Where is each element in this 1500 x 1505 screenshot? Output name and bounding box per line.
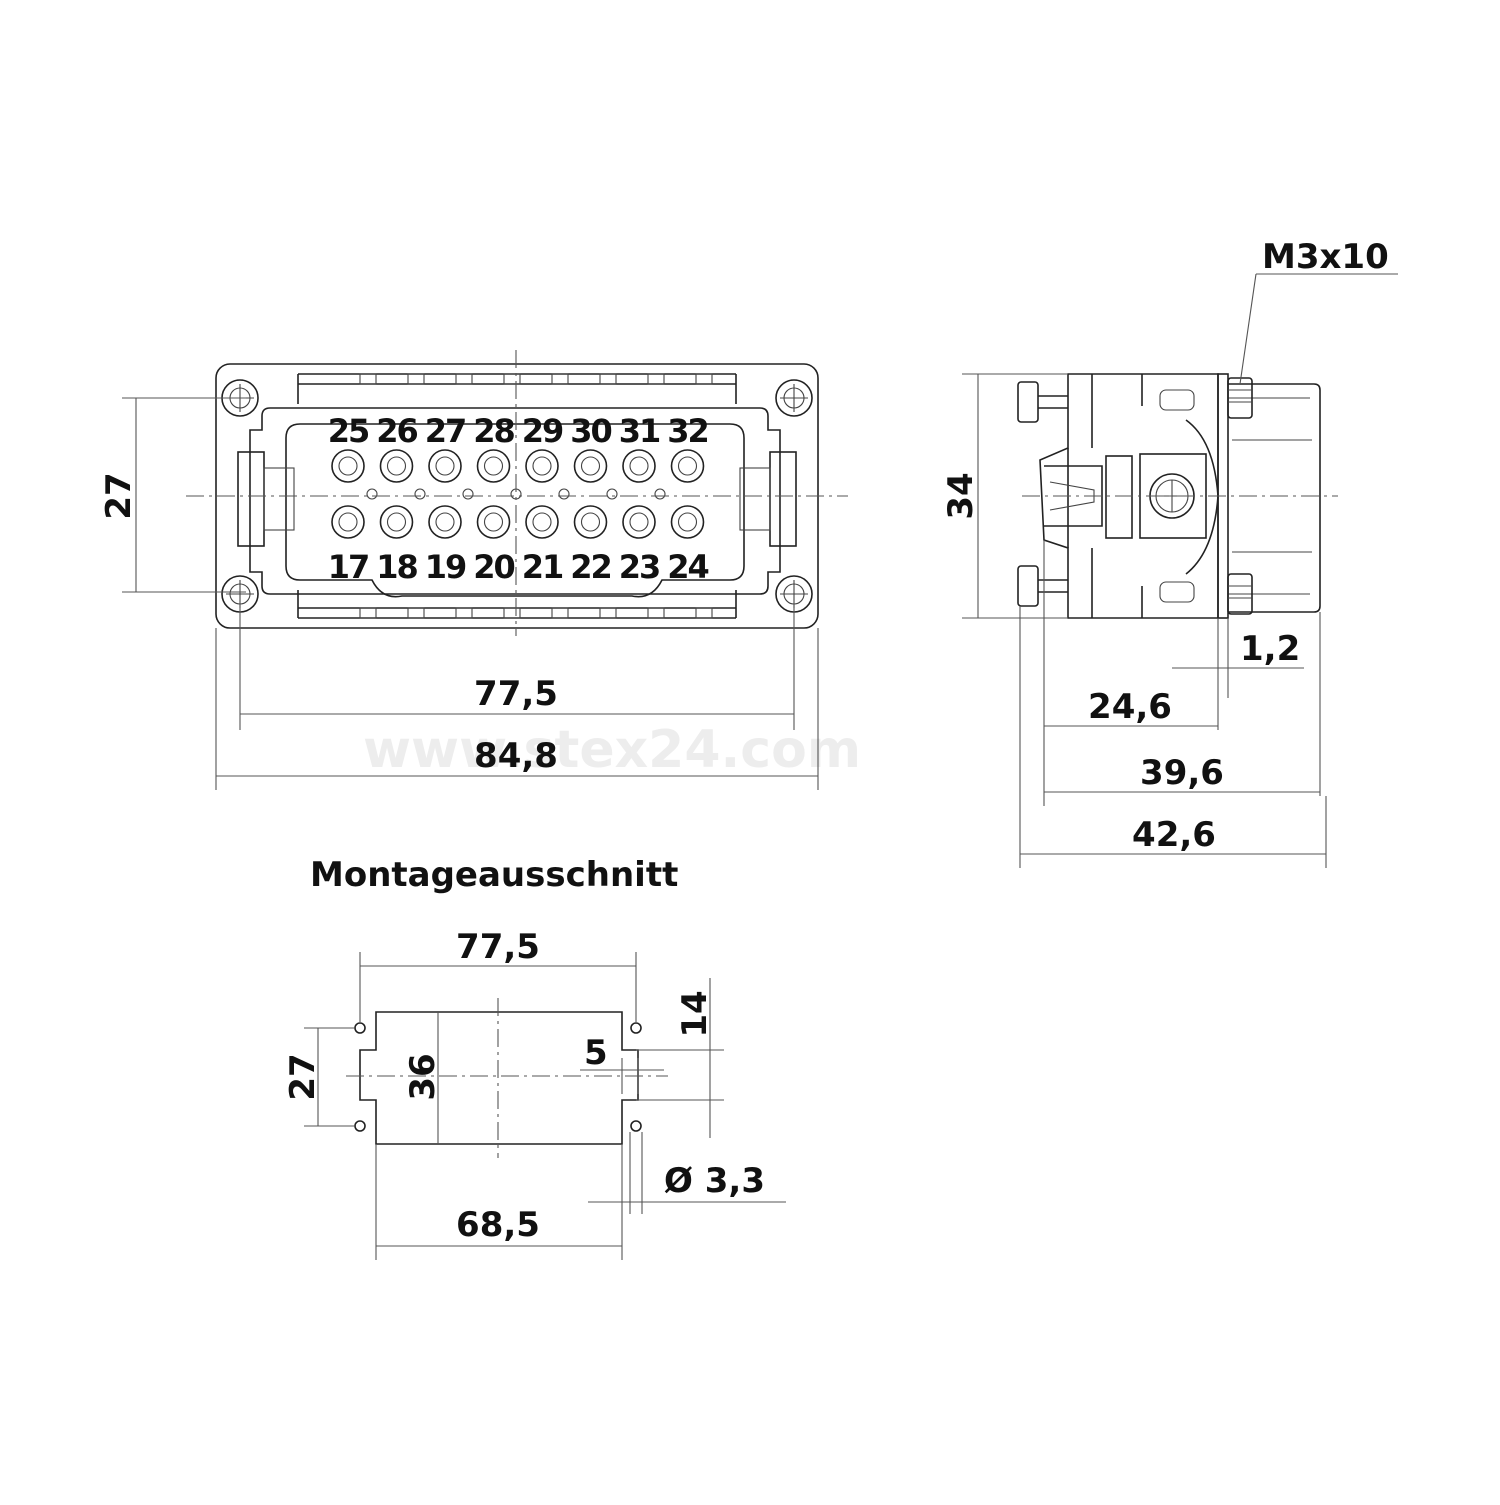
- pin-label-26: 26: [376, 412, 417, 450]
- pin-label-31: 31: [619, 412, 660, 450]
- front-inner-width-dim: 77,5: [474, 674, 558, 714]
- corner-screw-icon: [775, 379, 813, 417]
- pin-label-29: 29: [522, 412, 563, 450]
- pin-socket-21: [525, 505, 559, 539]
- pin-label-28: 28: [473, 412, 514, 450]
- cutout-title: Montageausschnitt: [310, 855, 678, 895]
- rail-notch: [503, 373, 521, 385]
- pin-socket-20: [476, 505, 511, 539]
- side-dim-1: 1,2: [1240, 629, 1300, 669]
- rail-notches: [359, 373, 713, 619]
- rail-notch: [647, 373, 665, 385]
- coding-hole: [558, 488, 570, 500]
- rail-notch: [695, 607, 713, 619]
- cutout-bottom-dim: 68,5: [456, 1205, 540, 1245]
- cutout-top-dim: 77,5: [456, 927, 540, 967]
- cutout-right-dim: 14: [675, 990, 715, 1037]
- pin-socket-31: [622, 449, 656, 483]
- pin-socket-27: [428, 449, 462, 483]
- side-view: M3x10 34 1,2 24,6 39,6 42,6: [941, 237, 1398, 868]
- right-latch: [769, 451, 797, 547]
- coding-hole: [414, 488, 426, 500]
- bottom-lever: [1017, 565, 1039, 607]
- pin-label-18: 18: [376, 548, 417, 586]
- cutout-hole-tl: [354, 1022, 366, 1034]
- pin-label-30: 30: [570, 412, 611, 450]
- side-pin-carrier: [1228, 383, 1321, 613]
- pin-socket-18: [379, 505, 414, 539]
- cutout-hole-dim: Ø 3,3: [664, 1161, 765, 1201]
- rail-notch: [647, 607, 665, 619]
- cutout-left-dim: 27: [283, 1053, 323, 1100]
- pin-socket-22: [573, 505, 608, 539]
- top-mounting-screw: [1227, 377, 1253, 419]
- cutout-outline: [359, 1011, 639, 1145]
- coding-hole: [366, 488, 378, 500]
- pin-label-19: 19: [425, 548, 466, 586]
- rail-notch: [551, 607, 569, 619]
- pin-sockets: [331, 449, 705, 539]
- pin-label-27: 27: [425, 412, 466, 450]
- pin-socket-26: [379, 449, 414, 483]
- side-dim-2: 24,6: [1088, 687, 1172, 727]
- pin-label-23: 23: [619, 548, 660, 586]
- pin-label-32: 32: [667, 412, 708, 450]
- rail-notch: [455, 373, 473, 385]
- cutout-view: Montageausschnitt 77,5 27 36 14 5: [283, 855, 786, 1260]
- front-height-dim: 27: [99, 472, 139, 519]
- pin-socket-24: [670, 505, 705, 539]
- rail-notch: [695, 373, 713, 385]
- rail-notch: [359, 607, 377, 619]
- rail-notch: [455, 607, 473, 619]
- coding-hole: [462, 488, 474, 500]
- rail-notch: [359, 373, 377, 385]
- rail-notch: [599, 607, 617, 619]
- screw-label: M3x10: [1262, 237, 1389, 277]
- rail-notch: [503, 607, 521, 619]
- cutout-hole-tr: [630, 1022, 642, 1034]
- pin-socket-23: [622, 505, 656, 539]
- front-housing-outline: [249, 407, 781, 595]
- pin-socket-32: [670, 449, 705, 483]
- pin-label-25: 25: [328, 412, 369, 450]
- pin-label-24: 24: [667, 548, 708, 586]
- pin-label-21: 21: [522, 548, 563, 586]
- side-dim-3: 39,6: [1140, 753, 1224, 793]
- left-latch: [237, 451, 265, 547]
- front-insert-outline: [285, 423, 745, 598]
- cutout-hole-bl: [354, 1120, 366, 1132]
- side-clamp-block: [1105, 455, 1133, 539]
- side-dim-4: 42,6: [1132, 815, 1216, 855]
- rail-notch: [599, 373, 617, 385]
- cutout-hole-br: [630, 1120, 642, 1132]
- bottom-mounting-screw: [1227, 573, 1253, 615]
- pin-label-20: 20: [473, 548, 514, 586]
- pin-socket-28: [476, 449, 511, 483]
- pin-label-22: 22: [570, 548, 611, 586]
- rail-notch: [407, 607, 425, 619]
- rail-notch: [407, 373, 425, 385]
- side-height-dim: 34: [941, 472, 981, 519]
- cutout-5-dim: 5: [584, 1033, 608, 1073]
- rail-notch: [551, 373, 569, 385]
- pin-socket-29: [525, 449, 559, 483]
- pin-socket-19: [428, 505, 462, 539]
- pin-socket-30: [573, 449, 608, 483]
- watermark-text: www.stex24.com: [363, 720, 861, 780]
- coding-hole: [606, 488, 618, 500]
- top-lever: [1017, 381, 1039, 423]
- pin-socket-25: [331, 449, 365, 483]
- pin-label-17: 17: [328, 548, 369, 586]
- pin-socket-17: [331, 505, 365, 539]
- front-outer-width-dim: 84,8: [474, 736, 558, 776]
- cutout-inner-dim: 36: [403, 1053, 443, 1100]
- coding-hole: [654, 488, 666, 500]
